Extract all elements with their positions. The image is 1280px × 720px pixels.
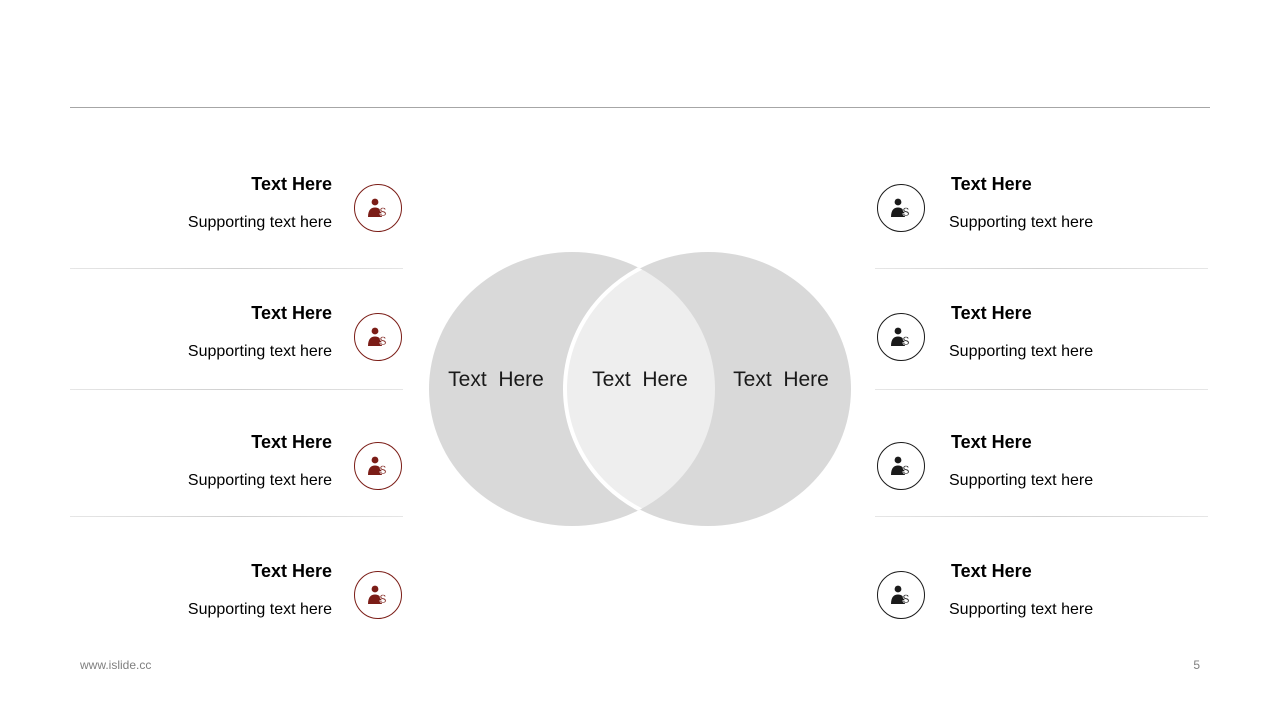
item-subtitle: Supporting text here xyxy=(949,472,1094,489)
page-number: 5 xyxy=(1193,658,1200,672)
businessman-dollar-icon: $ xyxy=(354,571,402,619)
top-divider xyxy=(70,107,1210,108)
item-title: Text Here xyxy=(951,174,1032,194)
item-title: Text Here xyxy=(251,174,332,194)
svg-text:$: $ xyxy=(903,334,910,347)
item-subtitle: Supporting text here xyxy=(949,343,1094,360)
item-title: Text Here xyxy=(951,561,1032,581)
left-separator xyxy=(70,268,403,269)
businessman-dollar-icon: $ xyxy=(877,313,925,361)
item-subtitle: Supporting text here xyxy=(187,472,332,489)
svg-text:$: $ xyxy=(380,205,387,218)
item-title: Text Here xyxy=(251,561,332,581)
businessman-dollar-icon: $ xyxy=(354,184,402,232)
venn-right-label: Text Here xyxy=(733,368,829,391)
businessman-dollar-icon: $ xyxy=(354,313,402,361)
item-subtitle: Supporting text here xyxy=(949,601,1094,618)
left-separator xyxy=(70,516,403,517)
left-item-3: Text Here Supporting text here xyxy=(70,430,332,496)
right-item-1: Text Here Supporting text here xyxy=(949,172,1199,238)
svg-text:$: $ xyxy=(380,334,387,347)
footer-website: www.islide.cc xyxy=(80,658,152,672)
item-subtitle: Supporting text here xyxy=(949,214,1094,231)
right-separator xyxy=(875,268,1208,269)
item-title: Text Here xyxy=(951,303,1032,323)
right-item-2: Text Here Supporting text here xyxy=(949,301,1199,367)
businessman-dollar-icon: $ xyxy=(354,442,402,490)
svg-text:$: $ xyxy=(380,592,387,605)
businessman-dollar-icon: $ xyxy=(877,571,925,619)
item-title: Text Here xyxy=(251,303,332,323)
businessman-dollar-icon: $ xyxy=(877,184,925,232)
left-item-2: Text Here Supporting text here xyxy=(70,301,332,367)
svg-text:$: $ xyxy=(903,463,910,476)
venn-overlap xyxy=(563,252,715,526)
venn-diagram: Text Here Text Here Text Here xyxy=(429,252,851,526)
left-separator xyxy=(70,389,403,390)
svg-text:$: $ xyxy=(380,463,387,476)
right-separator xyxy=(875,389,1208,390)
item-subtitle: Supporting text here xyxy=(187,343,332,360)
businessman-dollar-icon: $ xyxy=(877,442,925,490)
venn-center-label: Text Here xyxy=(592,368,688,391)
svg-text:$: $ xyxy=(903,592,910,605)
item-subtitle: Supporting text here xyxy=(187,214,332,231)
item-title: Text Here xyxy=(251,432,332,452)
item-subtitle: Supporting text here xyxy=(187,601,332,618)
right-separator xyxy=(875,516,1208,517)
right-item-4: Text Here Supporting text here xyxy=(949,559,1199,625)
left-item-4: Text Here Supporting text here xyxy=(70,559,332,625)
svg-text:$: $ xyxy=(903,205,910,218)
right-item-3: Text Here Supporting text here xyxy=(949,430,1199,496)
left-item-1: Text Here Supporting text here xyxy=(70,172,332,238)
item-title: Text Here xyxy=(951,432,1032,452)
venn-left-label: Text Here xyxy=(448,368,544,391)
